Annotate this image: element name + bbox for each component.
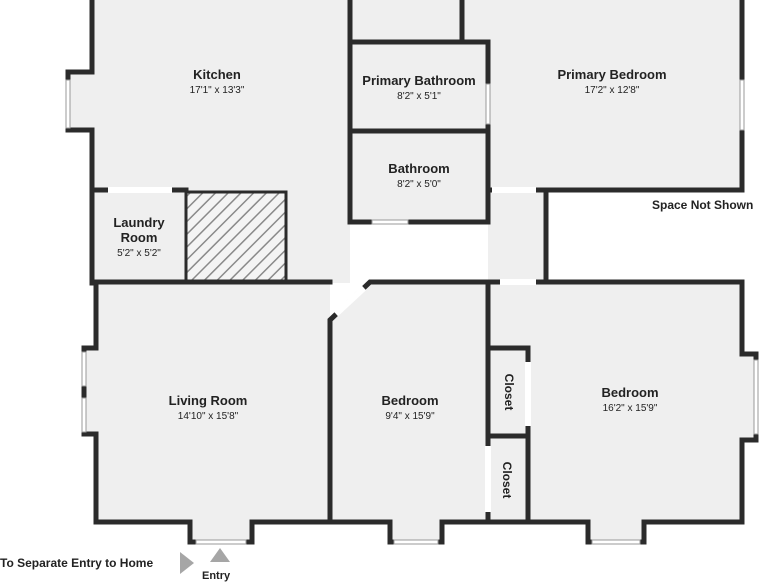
room-dimensions: 5'2" x 5'2": [117, 248, 161, 259]
room-label-bathroom: Bathroom 8'2" x 5'0": [388, 161, 449, 191]
room-name: Bedroom: [381, 393, 439, 408]
room-name: Laundry Room: [113, 215, 165, 245]
doorways: [108, 187, 536, 512]
room-label-kitchen: Kitchen 17'1" x 13'3": [190, 67, 245, 97]
arrow-up-icon: [210, 548, 230, 562]
room-label-laundry: Laundry Room 5'2" x 5'2": [113, 215, 164, 260]
room-name: Kitchen: [193, 67, 241, 82]
room-name: Bedroom: [601, 385, 659, 400]
room-label-bedroom-middle: Bedroom 9'4" x 15'9": [381, 393, 438, 423]
room-name: Primary Bedroom: [557, 67, 667, 82]
room-name: Primary Bathroom: [362, 73, 476, 88]
room-dimensions: 17'2" x 12'8": [584, 85, 640, 96]
room-label-living-room: Living Room 14'10" x 15'8": [169, 393, 248, 423]
room-label-primary-bathroom: Primary Bathroom 8'2" x 5'1": [362, 73, 475, 103]
room-label-bedroom-right: Bedroom 16'2" x 15'9": [601, 385, 658, 415]
room-dimensions: 14'10" x 15'8": [177, 411, 239, 422]
room-label-closet-upper: Closet: [502, 373, 516, 411]
windows: [65, 79, 759, 545]
room-label-primary-bedroom: Primary Bedroom 17'2" x 12'8": [557, 67, 666, 97]
hatched-area: [184, 190, 288, 284]
room-name: Living Room: [168, 393, 248, 408]
room-dimensions: 8'2" x 5'0": [397, 179, 441, 190]
separate-entry-label: To Separate Entry to Home: [0, 556, 154, 570]
room-label-closet-lower: Closet: [500, 461, 514, 499]
room-name: Bathroom: [388, 161, 450, 176]
entry-label: Entry: [202, 570, 231, 582]
room-dimensions: 16'2" x 15'9": [602, 403, 658, 414]
space-not-shown-label: Space Not Shown: [652, 198, 754, 212]
room-dimensions: 8'2" x 5'1": [397, 91, 441, 102]
room-dimensions: 9'4" x 15'9": [385, 411, 435, 422]
room-dimensions: 17'1" x 13'3": [189, 85, 245, 96]
arrow-right-icon: [180, 552, 194, 574]
